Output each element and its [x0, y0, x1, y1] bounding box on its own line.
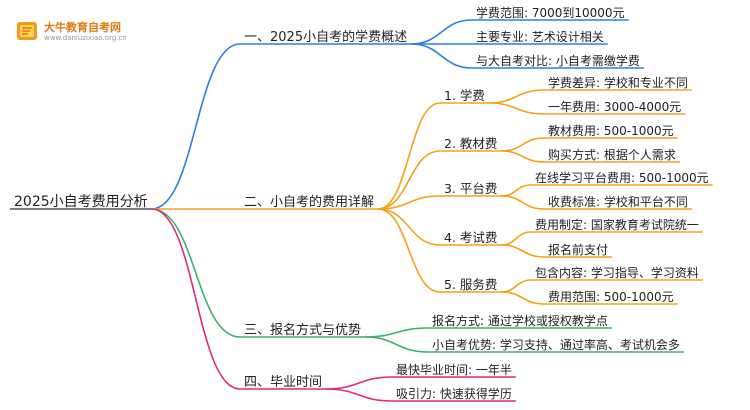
leaf-fastest-grad: 最快毕业时间: 一年半	[396, 363, 512, 377]
leaf-platform-cost: 在线学习平台费用: 500-1000元	[535, 171, 709, 185]
leaf-1-3-0-connector	[501, 231, 532, 246]
leaf-textbook-cost: 教材费用: 500-1000元	[548, 124, 674, 138]
branch-enrollment: 三、报名方式与优势	[244, 322, 362, 338]
sub-platform: 3. 平台费	[444, 180, 498, 196]
child-3-1-connector	[326, 388, 393, 402]
child-1-2-connector	[378, 195, 441, 210]
leaf-textbook-buy: 购买方式: 根据个人需求	[548, 148, 676, 162]
branch-fee-details: 二、小自考的费用详解	[244, 194, 375, 210]
leaf-1-1-1-connector	[501, 150, 545, 163]
child-1-1-connector	[377, 150, 441, 210]
child-3-0-connector	[326, 376, 393, 390]
leaf-1-0-0-connector	[488, 89, 545, 104]
child-0-2-connector	[411, 43, 473, 69]
leaf-enroll-method: 报名方式: 通过学校或授权教学点	[432, 314, 608, 328]
sub-tuition: 1. 学费	[444, 87, 485, 103]
leaf-1-2-0-connector	[501, 184, 532, 197]
leaf-service-content: 包含内容: 学习指导、学习资料	[535, 266, 699, 280]
sub-service: 5. 服务费	[444, 276, 498, 292]
child-1-0-connector	[377, 102, 441, 210]
leaf-1-1-0-connector	[501, 137, 545, 152]
child-1-3-connector	[378, 208, 441, 246]
leaf-platform-standard: 收费标准: 学校和平台不同	[548, 195, 688, 209]
leaf-comparison: 与大自考对比: 小自考需缴学费	[476, 54, 640, 68]
logo-url: www.daniuzixiao.org.cn	[44, 34, 127, 42]
child-2-0-connector	[365, 327, 429, 338]
leaf-main-major: 主要专业: 艺术设计相关	[476, 30, 604, 44]
leaf-service-range: 费用范围: 500-1000元	[548, 290, 674, 304]
child-0-0-connector	[411, 19, 473, 45]
branch-0-connector	[151, 43, 241, 210]
site-logo: 大牛教育自考网 www.daniuzixiao.org.cn	[14, 16, 154, 46]
leaf-1-4-0-connector	[501, 279, 532, 293]
root-node: 2025小自考费用分析	[14, 194, 148, 210]
leaf-fee-range: 学费范围: 7000到10000元	[476, 6, 625, 20]
sub-exam: 4. 考试费	[444, 229, 498, 245]
leaf-1-4-1-connector	[501, 291, 545, 305]
leaf-exam-pay: 报名前支付	[548, 243, 609, 257]
sub-textbook: 2. 教材费	[444, 135, 498, 151]
branch-3-connector	[151, 208, 241, 390]
leaf-tuition-year: 一年费用: 3000-4000元	[548, 100, 682, 114]
leaf-1-2-1-connector	[501, 195, 545, 210]
leaf-appeal: 吸引力: 快速获得学历	[396, 387, 512, 401]
leaf-advantages: 小自考优势: 学习支持、通过率高、考试机会多	[432, 338, 680, 352]
leaf-1-3-1-connector	[501, 244, 545, 258]
logo-name: 大牛教育自考网	[44, 21, 121, 34]
branch-graduation: 四、毕业时间	[244, 374, 323, 390]
branch-fee-overview: 一、2025小自考的学费概述	[244, 29, 408, 45]
branch-2-connector	[151, 208, 241, 338]
leaf-1-0-1-connector	[488, 102, 545, 115]
child-1-4-connector	[377, 208, 441, 293]
leaf-exam-rule: 费用制定: 国家教育考试院统一	[535, 218, 699, 232]
child-2-1-connector	[365, 336, 429, 353]
leaf-tuition-diff: 学费差异: 学校和专业不同	[548, 76, 688, 90]
book-logo-icon	[17, 22, 37, 40]
